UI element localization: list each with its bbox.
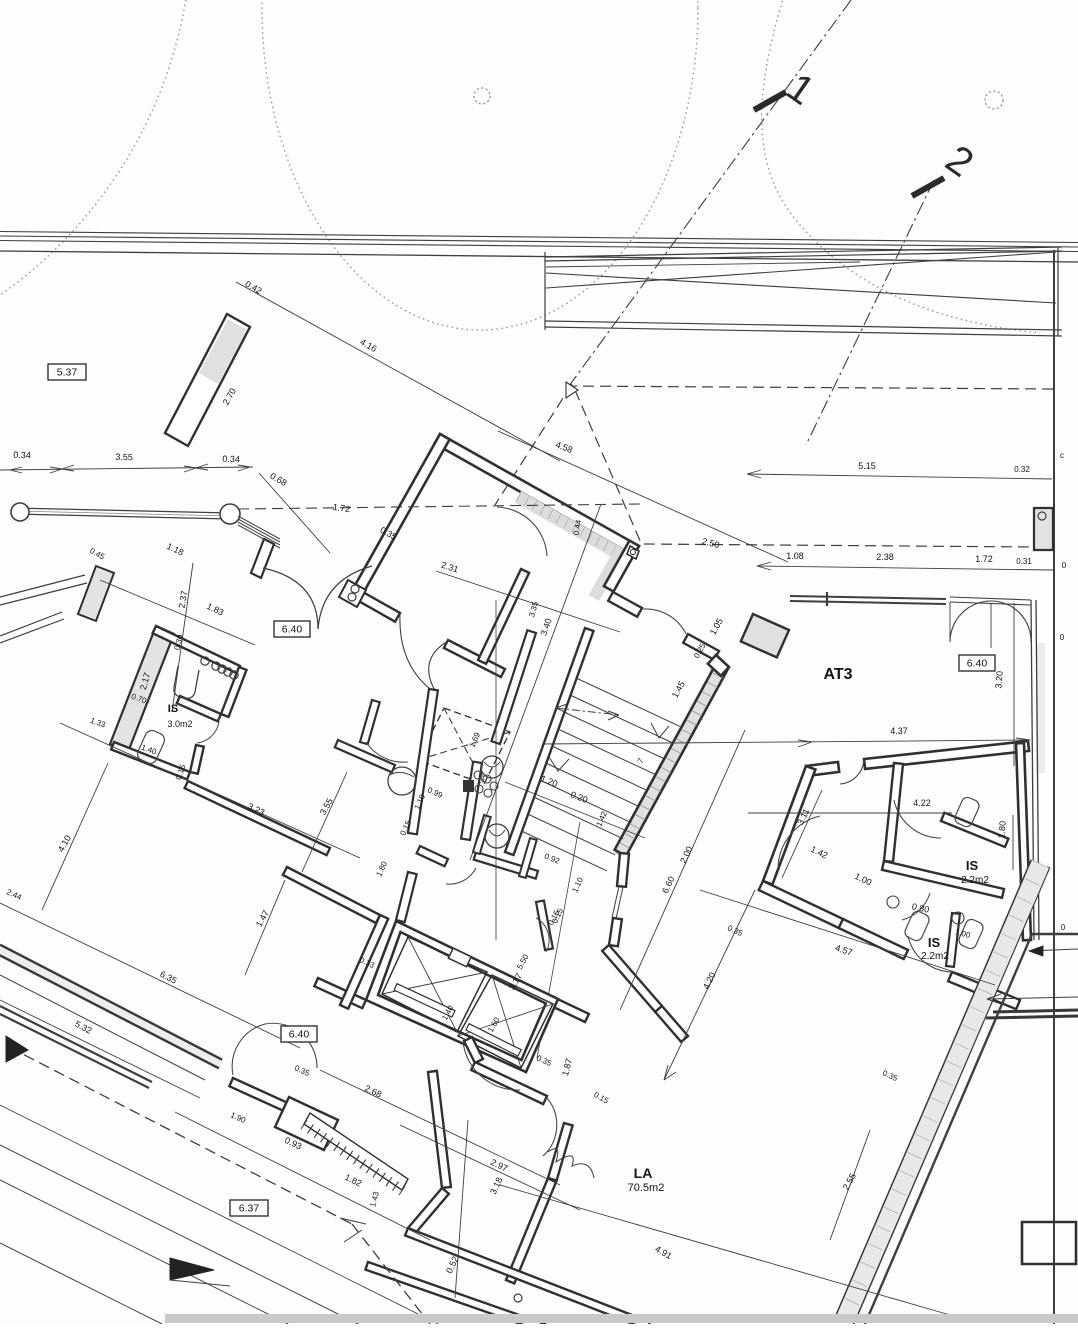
svg-text:0.80: 0.80 [911, 901, 930, 914]
svg-text:6.40: 6.40 [282, 624, 303, 636]
svg-text:2.2m2: 2.2m2 [921, 951, 949, 962]
svg-text:1.72: 1.72 [975, 554, 993, 564]
svg-text:0.34: 0.34 [222, 454, 240, 465]
svg-text:1.08: 1.08 [786, 551, 804, 561]
svg-text:70.5m2: 70.5m2 [628, 1182, 665, 1194]
svg-text:6.40: 6.40 [967, 658, 988, 670]
svg-text:AT3: AT3 [823, 666, 852, 683]
svg-text:3.20: 3.20 [993, 671, 1004, 689]
svg-text:0.34: 0.34 [13, 450, 31, 461]
svg-text:7: 7 [636, 756, 646, 765]
svg-text:0: 0 [1060, 633, 1065, 642]
svg-text:0.32: 0.32 [1014, 465, 1030, 474]
svg-text:0.44: 0.44 [572, 519, 584, 536]
svg-text:2.38: 2.38 [876, 552, 894, 562]
svg-text:1.87: 1.87 [560, 1057, 574, 1077]
svg-text:3.35: 3.35 [527, 600, 540, 618]
svg-text:2.2m2: 2.2m2 [961, 875, 989, 886]
svg-text:0: 0 [1062, 561, 1067, 570]
svg-text:0: 0 [1061, 923, 1066, 932]
svg-text:5.37: 5.37 [57, 367, 78, 379]
svg-text:2.17: 2.17 [138, 671, 152, 691]
svg-text:6.40: 6.40 [289, 1029, 310, 1041]
svg-text:0.31: 0.31 [1016, 557, 1032, 566]
svg-text:6.37: 6.37 [239, 1203, 260, 1215]
svg-text:4.22: 4.22 [913, 798, 931, 808]
svg-text:1.43: 1.43 [368, 1190, 381, 1208]
svg-text:c: c [1060, 451, 1064, 460]
svg-text:IS: IS [928, 935, 941, 950]
svg-text:IS: IS [966, 858, 979, 873]
svg-text:4.37: 4.37 [890, 726, 908, 736]
svg-text:1.00: 1.00 [954, 927, 972, 940]
svg-text:3.0m2: 3.0m2 [167, 719, 192, 729]
svg-text:1.80: 1.80 [996, 821, 1007, 839]
svg-text:1.72: 1.72 [332, 502, 351, 514]
svg-text:2.50: 2.50 [701, 536, 721, 550]
svg-text:LA: LA [634, 1165, 653, 1181]
svg-text:5.15: 5.15 [858, 461, 876, 471]
svg-text:0.30: 0.30 [172, 633, 185, 651]
svg-text:2.37: 2.37 [177, 590, 190, 609]
svg-text:3.55: 3.55 [115, 452, 133, 463]
svg-text:IS: IS [168, 703, 178, 715]
